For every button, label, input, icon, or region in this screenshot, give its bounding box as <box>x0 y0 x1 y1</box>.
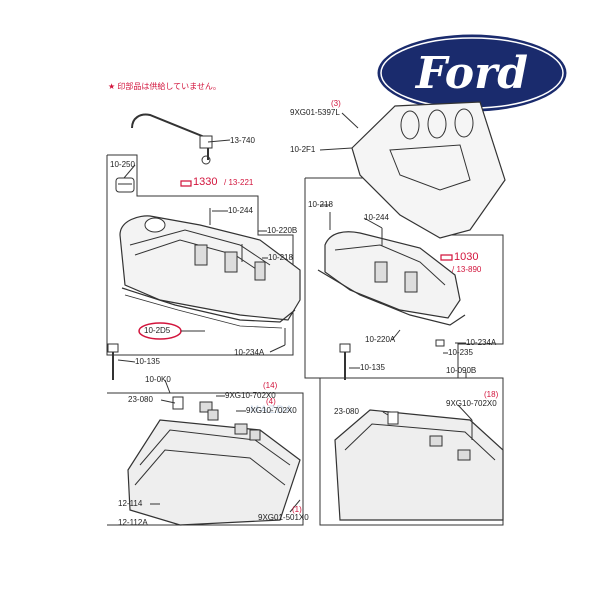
part-label-23-080-left: 23-080 <box>128 395 153 404</box>
part-label-10-090b: 10-090B <box>446 366 477 375</box>
qty-3: (3) <box>331 99 341 108</box>
part-label-10-135-left: 10-135 <box>135 357 160 366</box>
part-label-9xg10-702x0-c: 9XG10-702X0 <box>446 399 497 408</box>
qty-4: (4) <box>266 397 276 406</box>
part-label-13-740: 13-740 <box>230 136 255 145</box>
part-label-10-234a-left: 10-234A <box>234 348 265 357</box>
left-cover-frame <box>106 154 294 356</box>
part-label-9xg01-5397l: 9XG01-5397L <box>290 108 340 117</box>
qty-14: (14) <box>263 381 278 390</box>
part-label-9xg01-501x0: 9XG01-501X0 <box>258 513 309 522</box>
part-label-10-235: 10-235 <box>448 348 473 357</box>
part-label-9xg10-702x0-b: 9XG10-702X0 <box>246 406 297 415</box>
ref-13-221[interactable]: / 13-221 <box>224 178 254 187</box>
part-label-12-112a: 12-112A <box>118 518 148 527</box>
qty-18: (18) <box>484 390 499 399</box>
supply-note: ★ 印部品は供給していません。 <box>108 82 221 91</box>
part-label-10-220a: 10-220A <box>365 335 396 344</box>
ford-logo: Ford <box>374 31 570 115</box>
arrow-icon-left <box>180 180 192 187</box>
part-label-10-2d5: 10-2D5 <box>144 326 171 335</box>
arrow-icon-right <box>440 254 453 261</box>
part-label-10-250: 10-250 <box>110 160 135 169</box>
ref-13-890[interactable]: / 13-890 <box>452 265 482 274</box>
part-label-10-244-right: 10-244 <box>364 213 389 222</box>
watermark: MAZDA <box>250 404 294 416</box>
part-label-10-2f1: 10-2F1 <box>290 145 316 154</box>
part-label-10-234a-right: 10-234A <box>466 338 497 347</box>
part-label-10-218-right: 10-218 <box>308 200 333 209</box>
part-label-10-218-left: 10-218 <box>268 253 293 262</box>
ford-logo-text: Ford <box>414 48 528 99</box>
part-label-10-220b: 10-220B <box>267 226 298 235</box>
ref-page-1330[interactable]: 1330 <box>193 176 218 188</box>
part-label-10-0k0: 10-0K0 <box>145 375 171 384</box>
qty-1: (1) <box>292 505 302 514</box>
ref-page-1030[interactable]: 1030 <box>454 251 479 263</box>
part-label-9xg10-702x0-a: 9XG10-702X0 <box>225 391 276 400</box>
part-label-12-114: 12-114 <box>118 499 143 508</box>
part-label-10-244-left: 10-244 <box>228 206 253 215</box>
part-label-23-080-right: 23-080 <box>334 407 359 416</box>
part-label-10-135-right: 10-135 <box>360 363 385 372</box>
